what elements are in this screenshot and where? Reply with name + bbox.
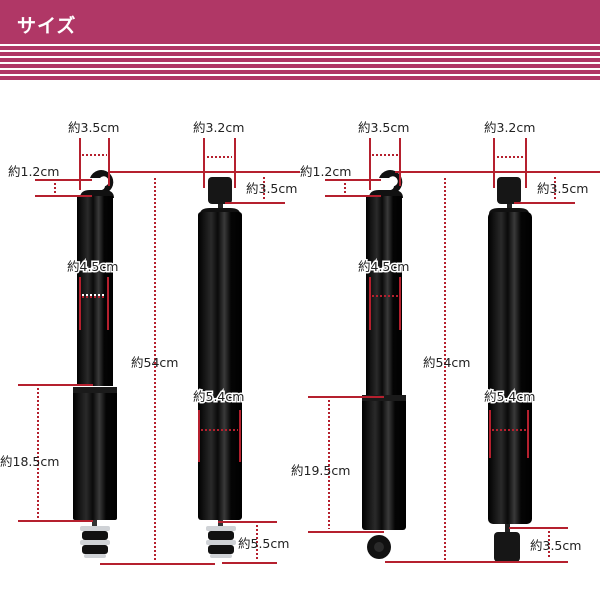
p4-tube-diameter-label: 約5.4cm: [484, 389, 535, 404]
p2-stud-length-label: 約5.5cm: [238, 536, 289, 551]
header-stripes: [0, 44, 600, 80]
p4-overall-length-label: 約54cm: [423, 355, 470, 370]
p3-tube-diameter-label: 約4.5cm: [358, 259, 409, 274]
section-title: サイズ: [17, 15, 77, 37]
p1-tube-diameter-label: 約4.5cm: [67, 259, 118, 274]
shock-absorber-4: [488, 177, 532, 562]
p1-eye-width-label: 約3.5cm: [68, 120, 119, 135]
p1-lower-length-label: 約18.5cm: [0, 454, 59, 469]
shock-absorber-2: [198, 177, 242, 558]
p2-bushing-height-label: 約3.5cm: [246, 181, 297, 196]
dimension-lines: [18, 138, 600, 565]
p3-eye-width-label: 約3.5cm: [358, 120, 409, 135]
shock-absorber-1: [73, 170, 117, 558]
p4-bushing-width-label: 約3.2cm: [484, 120, 535, 135]
p2-overall-length-label: 約54cm: [131, 355, 178, 370]
section-header: サイズ: [0, 0, 600, 80]
p4-bottom-height-label: 約3.5cm: [530, 538, 581, 553]
shock-absorber-3: [362, 170, 406, 559]
p1-eye-thickness-label: 約1.2cm: [8, 164, 59, 179]
p2-bushing-width-label: 約3.2cm: [193, 120, 244, 135]
dimension-labels: 約3.5cm 約1.2cm 約4.5cm 約18.5cm 約3.2cm 約3.5…: [0, 120, 588, 553]
p4-bushing-height-label: 約3.5cm: [537, 181, 588, 196]
p3-lower-length-label: 約19.5cm: [291, 463, 350, 478]
p2-tube-diameter-label: 約5.4cm: [193, 389, 244, 404]
p3-eye-thickness-label: 約1.2cm: [300, 164, 351, 179]
